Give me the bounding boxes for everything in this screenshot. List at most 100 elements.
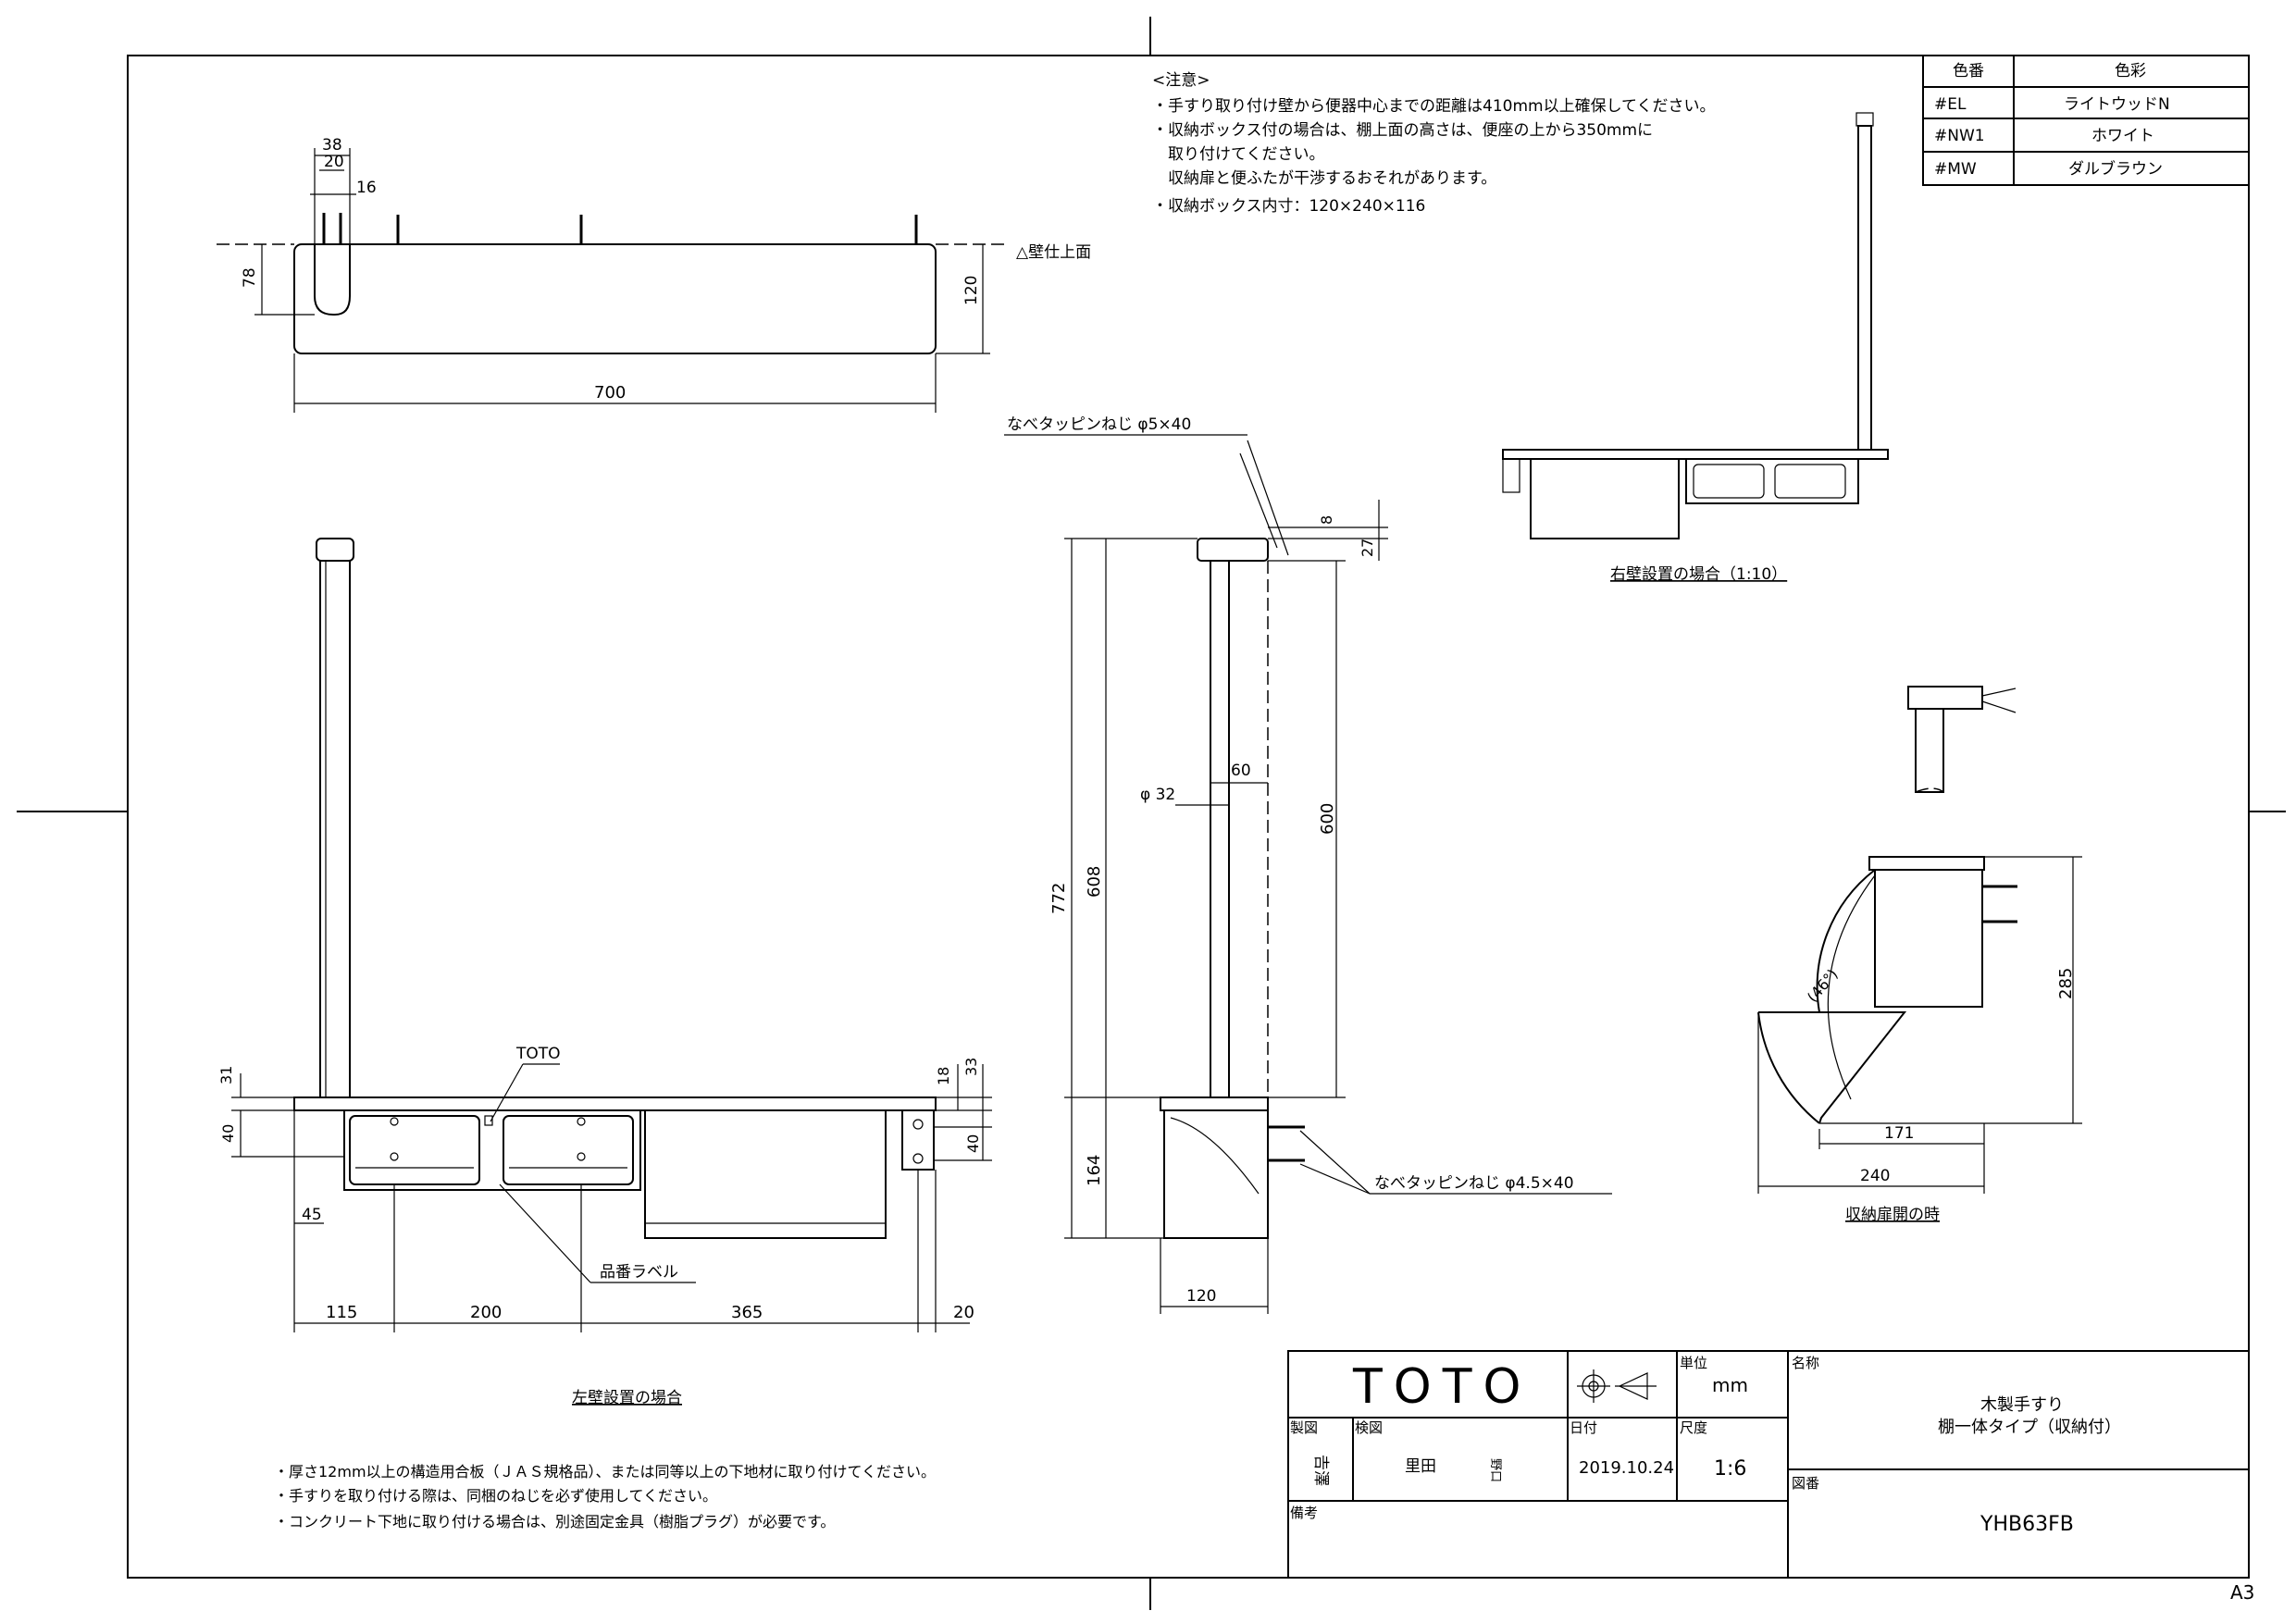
post: [319, 560, 351, 1098]
dim-772: 772: [1049, 883, 1069, 914]
dim-120-side: 120: [1186, 1287, 1216, 1306]
side-storage-box: [1163, 1109, 1269, 1239]
scale-label: 尺度: [1680, 1419, 1707, 1436]
note-line-3: 取り付けてください。: [1152, 145, 1325, 164]
dim-40-right: 40: [964, 1134, 982, 1153]
top-view: 38 20 16 78 120 700 △壁仕上面: [217, 136, 1091, 413]
dim-18: 18: [935, 1067, 952, 1085]
right-wall-view: 右壁設置の場合（1:10）: [1502, 112, 1889, 584]
side-shelf-head: [1197, 538, 1269, 562]
right-wall-caption: 右壁設置の場合（1:10）: [1610, 565, 1787, 584]
note-line-1: ・手すり取り付け壁から便器中心までの距離は410mm以上確保してください。: [1152, 97, 1716, 116]
drawing-number: YHB63FB: [1980, 1513, 2074, 1536]
open-door-view: (46°) 285 171 240 収納扉開の時: [1757, 686, 2082, 1224]
toto-label: TOTO: [515, 1045, 561, 1063]
dim-60: 60: [1231, 762, 1251, 780]
note-line-4: 収納扉と便ふたが干渉するおそれがあります。: [1152, 169, 1496, 188]
color-header-code: 色番: [1953, 62, 1984, 81]
color-name-3: ダルブラウン: [2068, 159, 2163, 179]
checked-value-1: 里田: [1405, 1457, 1436, 1476]
dim-600: 600: [1318, 803, 1337, 835]
dim-31: 31: [217, 1066, 235, 1084]
color-name-2: ホワイト: [2091, 127, 2154, 145]
dim-171: 171: [1884, 1124, 1914, 1143]
date-value: 2019.10.24: [1579, 1458, 1674, 1478]
checked-value-2: 野口: [1488, 1458, 1502, 1482]
screw-bottom-label: なべタッピンねじ φ4.5×40: [1374, 1174, 1574, 1193]
remarks-label: 備考: [1290, 1505, 1318, 1521]
construction-note-3: ・コンクリート下地に取り付ける場合は、別途固定金具（樹脂プラグ）が必要です。: [274, 1513, 835, 1530]
dim-20-bottom: 20: [953, 1303, 974, 1322]
dim-608: 608: [1085, 866, 1104, 898]
note-line-5: ・収納ボックス内寸：120×240×116: [1152, 197, 1425, 216]
construction-notes: ・厚さ12mm以上の構造用合板（ＪＡＳ規格品）、または同等以上の下地材に取り付け…: [274, 1463, 936, 1530]
product-name-1: 木製手すり: [1980, 1395, 2064, 1415]
color-header-name: 色彩: [2115, 62, 2146, 81]
checked-label: 検図: [1355, 1419, 1383, 1436]
notes-title: <注意>: [1152, 71, 1210, 90]
right-post: [1857, 125, 1872, 451]
dim-8: 8: [1318, 515, 1335, 525]
dim-33: 33: [962, 1058, 980, 1076]
left-wall-caption: 左壁設置の場合: [572, 1389, 682, 1407]
shelf-board: [293, 1096, 937, 1111]
right-shelf: [1502, 449, 1889, 460]
dim-285: 285: [2056, 968, 2076, 999]
construction-note-2: ・手すりを取り付ける際は、同梱のねじを必ず使用してください。: [274, 1487, 717, 1505]
color-code-2: #NW1: [1934, 127, 1985, 145]
dim-16: 16: [356, 179, 377, 197]
note-line-2: ・収納ボックス付の場合は、棚上面の高さは、便座の上から350mmに: [1152, 121, 1653, 140]
part-number-label: 品番ラベル: [600, 1263, 678, 1282]
unit-label: 単位: [1680, 1355, 1707, 1371]
front-view: TOTO 品番ラベル 31 40 45 18 33 40 115 200: [217, 538, 992, 1407]
dim-240: 240: [1860, 1167, 1890, 1185]
post-cutout: [314, 244, 351, 316]
title-block: TOTO 単位 mm 名称 木製手すり 棚一体タイプ（収納付） 製図 検図 𠮷澤…: [1287, 1350, 2250, 1579]
open-box: [1874, 869, 1983, 1008]
post-cap: [316, 538, 354, 562]
construction-note-1: ・厚さ12mm以上の構造用合板（ＪＡＳ規格品）、または同等以上の下地材に取り付け…: [274, 1463, 936, 1481]
dim-200: 200: [470, 1303, 502, 1322]
dim-700: 700: [594, 383, 626, 403]
dim-120: 120: [962, 276, 981, 305]
storage-boxes: [343, 1109, 641, 1191]
shelf-top-outline: [293, 243, 937, 354]
notes-block: <注意> ・手すり取り付け壁から便器中心までの距離は410mm以上確保してくださ…: [1152, 71, 1716, 216]
scale-value: 1:6: [1714, 1457, 1746, 1481]
dim-365: 365: [731, 1303, 763, 1322]
storage-box: [644, 1109, 887, 1239]
projection-symbol-icon: [1577, 1369, 1657, 1403]
dim-164: 164: [1085, 1155, 1104, 1186]
drawing-no-label: 図番: [1792, 1475, 1819, 1492]
dim-78: 78: [241, 267, 259, 288]
dim-45: 45: [302, 1206, 322, 1224]
paper-holder-left: [349, 1115, 480, 1185]
screw-top-label: なべタッピンねじ φ5×40: [1007, 415, 1191, 434]
dim-115: 115: [326, 1303, 357, 1322]
dim-27: 27: [1359, 539, 1376, 557]
paper-holder-right: [503, 1115, 634, 1185]
wall-surface-label: △壁仕上面: [1016, 243, 1091, 262]
name-label: 名称: [1792, 1355, 1819, 1371]
dim-40-left: 40: [219, 1124, 237, 1143]
sheet-border: [127, 55, 2250, 1579]
color-code-3: #MW: [1934, 160, 1977, 179]
angle-46: (46°): [1804, 965, 1842, 1006]
unit-value: mm: [1712, 1374, 1748, 1396]
dim-38: 38: [322, 136, 342, 155]
product-name-2: 棚一体タイプ（収納付）: [1938, 1418, 2121, 1437]
side-post: [1210, 560, 1230, 1098]
dim-20: 20: [324, 153, 344, 171]
drawn-label: 製図: [1290, 1419, 1318, 1436]
date-label: 日付: [1570, 1419, 1597, 1436]
color-table: 色番 色彩 #EL ライトウッドN #NW1 ホワイト #MW ダルブラウン: [1922, 55, 2250, 186]
color-name-1: ライトウッドN: [2064, 95, 2170, 114]
sheet-size-label: A3: [2230, 1581, 2254, 1604]
toto-logo: TOTO: [1352, 1359, 1532, 1415]
drawn-value: 𠮷澤: [1311, 1455, 1330, 1486]
open-door-caption: 収納扉開の時: [1845, 1206, 1940, 1224]
dim-phi32: φ 32: [1140, 786, 1175, 804]
color-code-1: #EL: [1934, 95, 1967, 114]
side-view: なべタッピンねじ φ5×40 なべタッピンねじ φ4.5×40 772 608 …: [1004, 415, 1612, 1314]
